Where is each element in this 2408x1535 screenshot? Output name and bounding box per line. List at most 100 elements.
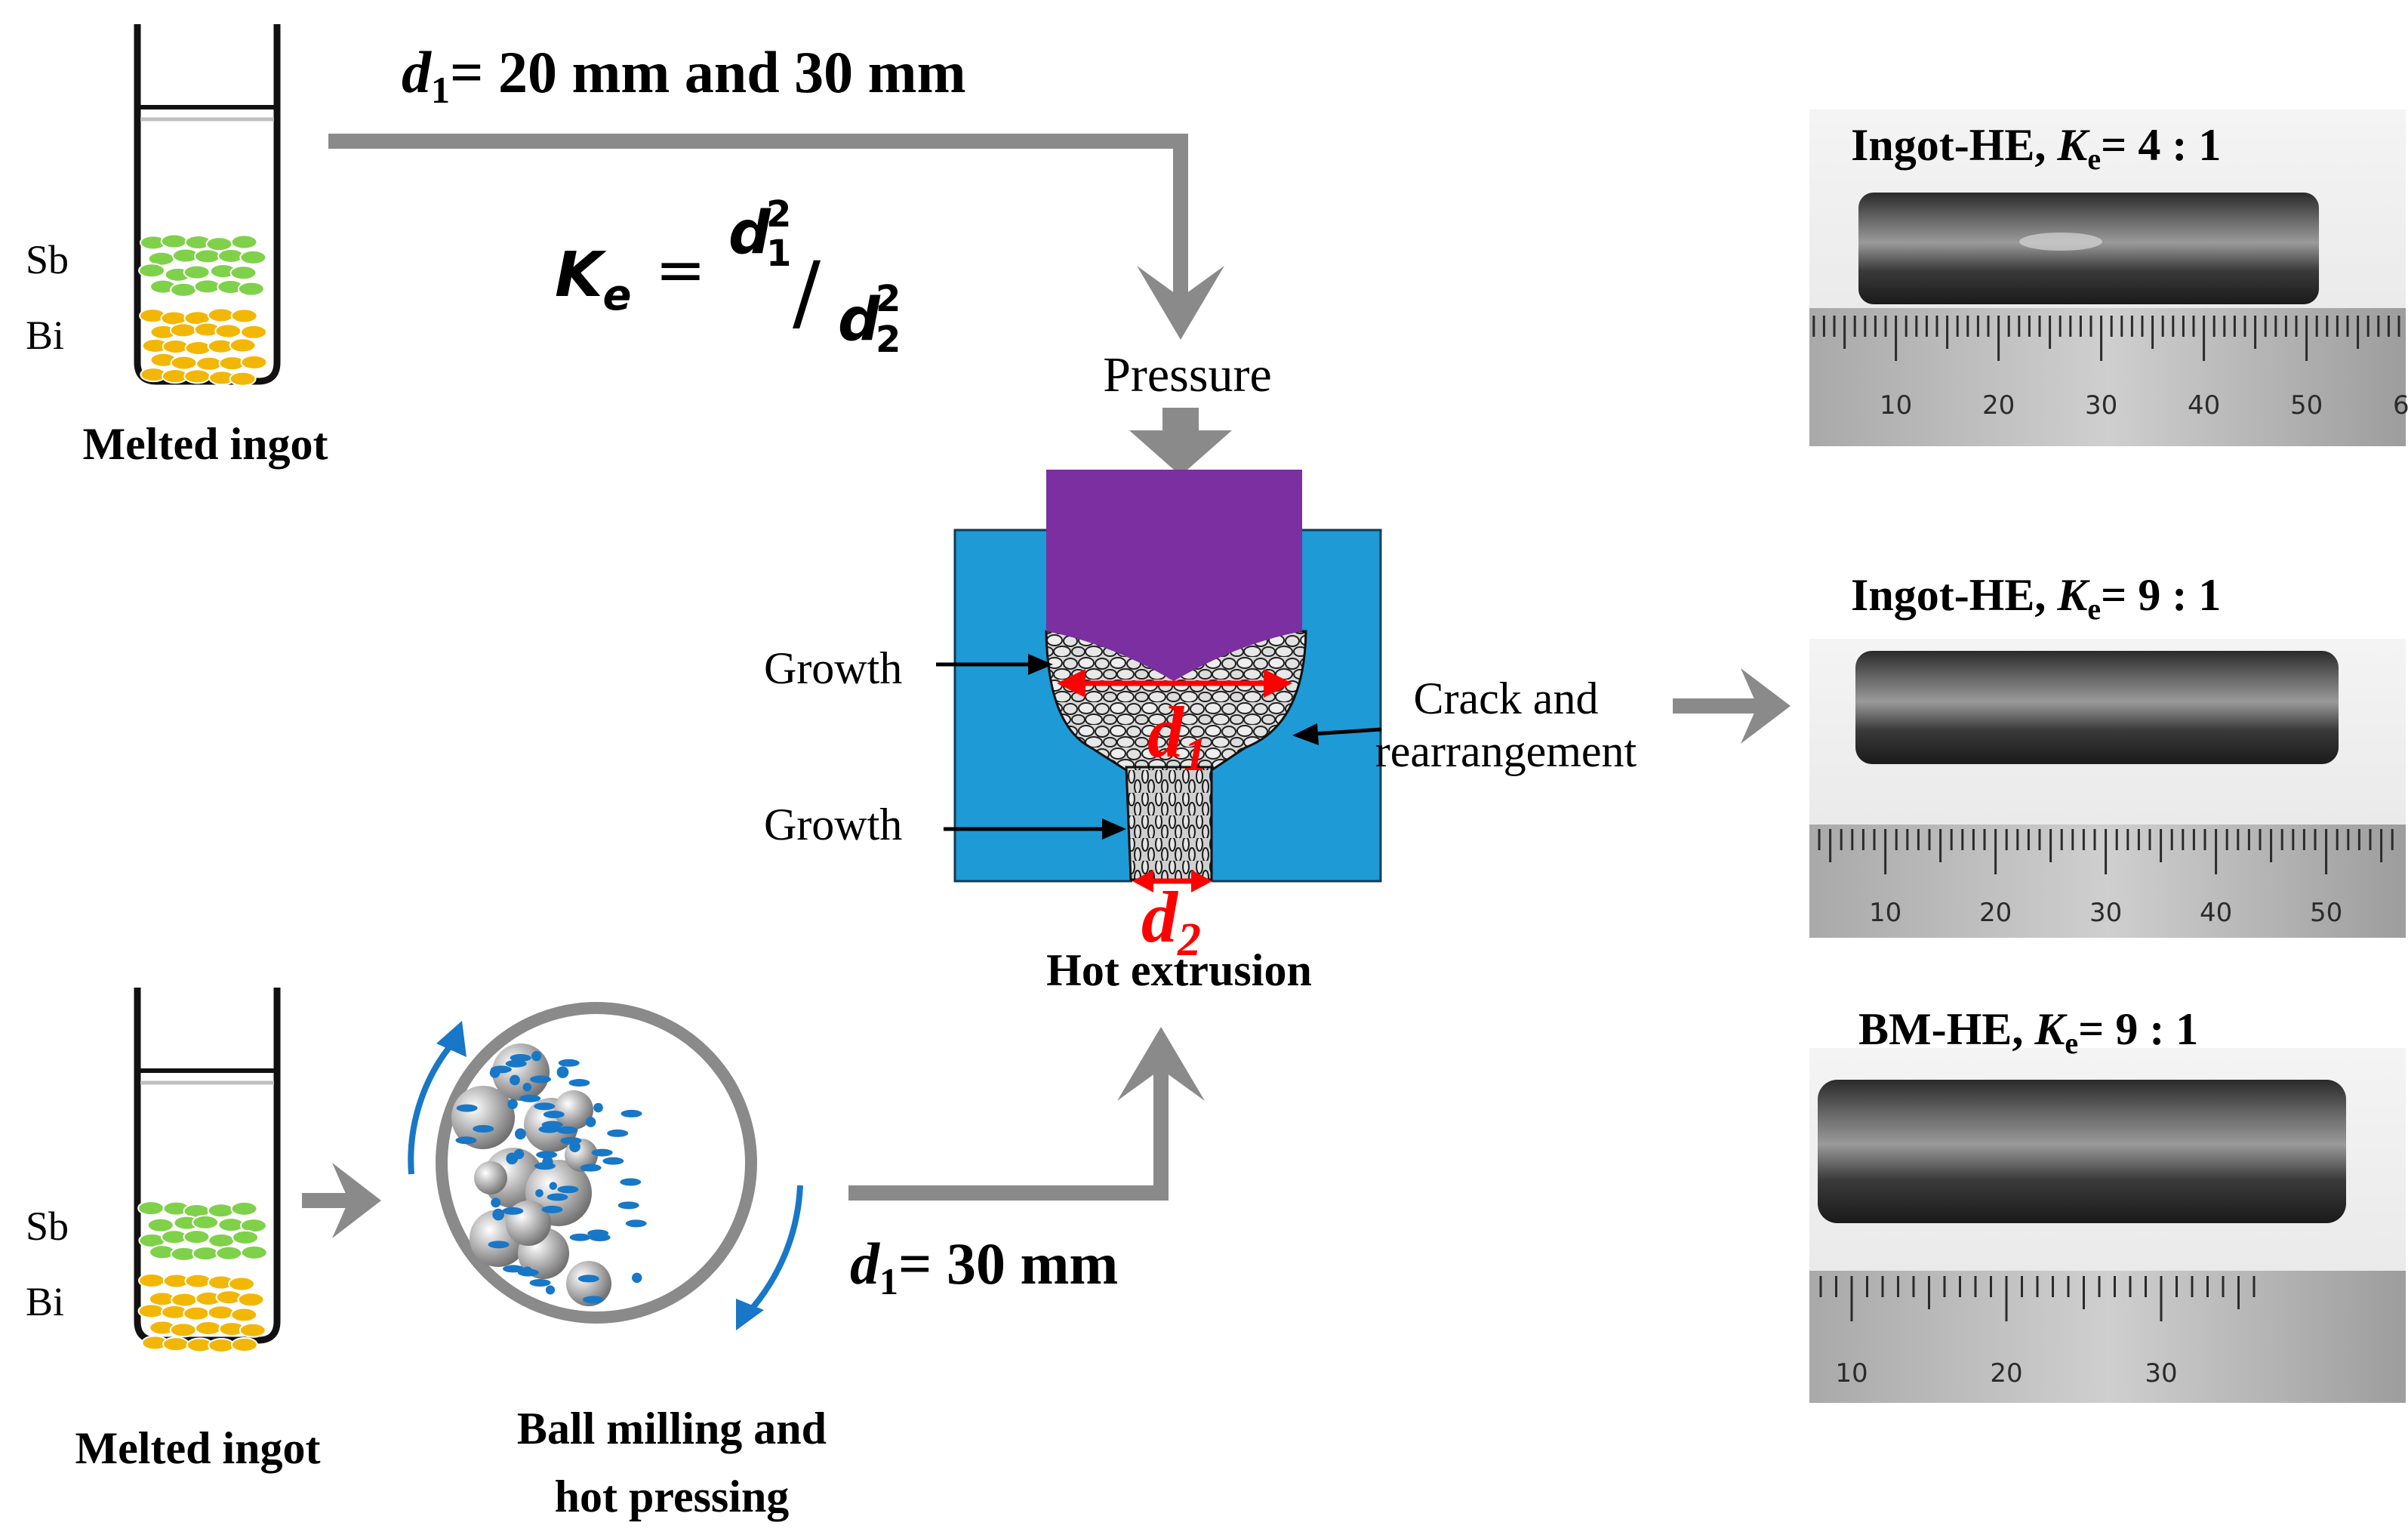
ruler-label: 20: [1990, 1358, 2022, 1389]
powder-flake: [510, 1054, 531, 1062]
sb-grain: [192, 1246, 220, 1262]
powder-flake: [580, 1164, 602, 1172]
bi-grain: [183, 1305, 211, 1321]
sb-grain: [193, 248, 221, 264]
d1-dimension-arrow: [1057, 669, 1292, 698]
bi-grain: [214, 323, 242, 339]
powder-flake: [568, 1079, 590, 1087]
sb-grain: [146, 1217, 174, 1233]
powder-particle: [522, 1083, 532, 1092]
ke-denominator: d: [838, 286, 881, 354]
powder-flake: [505, 1059, 527, 1068]
ball-milling-label-line1: Ball milling and: [517, 1404, 827, 1453]
ruler-label: 30: [2085, 390, 2117, 421]
bi-grain: [230, 308, 258, 324]
bi-grain: [229, 371, 257, 387]
sb-grain: [137, 1201, 165, 1216]
ruler-label: 20: [1982, 390, 2015, 421]
powder-flake: [558, 1059, 580, 1067]
pressure-label: Pressure: [1103, 347, 1272, 402]
sample-photo-1: [1809, 109, 2406, 446]
sb-grain: [240, 1244, 268, 1260]
powder-particle: [506, 1152, 519, 1165]
bi-grain: [162, 1336, 189, 1352]
bi-grain: [184, 341, 212, 356]
d1-label: d1: [1147, 692, 1207, 781]
bi-grain: [184, 1273, 212, 1289]
sb-grain: [237, 281, 265, 297]
powder-particle: [545, 1285, 556, 1295]
extrusion-die: [953, 470, 1382, 934]
sb-grain: [192, 1214, 220, 1230]
powder-flake: [490, 1065, 512, 1074]
ke-symbol: Ke: [555, 239, 632, 320]
powder-flake: [591, 1148, 613, 1157]
milling-balls: [451, 1043, 647, 1306]
melted-ingot-label-bottom: Melted ingot: [75, 1423, 321, 1473]
powder-flake: [534, 1102, 556, 1111]
sb-grain: [230, 1201, 258, 1216]
bottom-flow-arrowhead: [1117, 1027, 1205, 1101]
powder-flake: [519, 1094, 541, 1102]
hot-extrusion-label: Hot extrusion: [1046, 945, 1312, 995]
bi-grain: [196, 356, 223, 371]
rotation-arrowhead-top: [436, 1021, 467, 1057]
crack-pointer: [1292, 723, 1382, 745]
powder-flake: [569, 1233, 591, 1241]
sample-1-title: Ingot-HE, Ke= 4 : 1: [1851, 120, 2221, 176]
powder-flake: [541, 1205, 563, 1213]
bi-grain: [240, 324, 268, 340]
powder-flake: [473, 1125, 494, 1133]
top-flow-arrowhead: [1137, 266, 1224, 340]
powder-particle: [507, 1099, 518, 1109]
powder-flake: [488, 1241, 510, 1249]
bi-grain: [207, 1305, 235, 1321]
bottom-vial: [134, 988, 281, 1344]
billet-grains-fine: [1125, 766, 1213, 881]
ke-numerator-sub: 1: [766, 233, 791, 275]
sb-grain: [183, 264, 211, 280]
ke-denominator-sub: 2: [876, 319, 901, 361]
growth-label-bottom: Growth: [764, 800, 902, 849]
to-samples-arrow: [1673, 668, 1791, 744]
powder-particle: [514, 1128, 526, 1140]
ruler-label: 10: [1880, 390, 1912, 421]
sb-grain: [138, 263, 166, 279]
ruler-label: 60: [2393, 390, 2408, 421]
bi-label-bottom: Bi: [26, 1279, 64, 1324]
powder-flake: [556, 1126, 578, 1134]
pressure-arrow: [1129, 408, 1232, 476]
bi-grain: [239, 1322, 266, 1338]
bi-grain: [137, 1303, 165, 1319]
powder-flake: [502, 1207, 524, 1215]
sb-grain: [230, 234, 258, 250]
milling-ball: [451, 1086, 515, 1149]
powder-flake: [620, 1109, 642, 1117]
bi-grain: [194, 1320, 222, 1336]
bi-grain: [228, 1276, 256, 1292]
powder-flake: [602, 1157, 624, 1165]
powder-particle: [585, 1117, 596, 1127]
milling-ball: [474, 1161, 507, 1194]
bi-grain: [240, 354, 268, 370]
ruler-label: 30: [2089, 898, 2122, 928]
powder-flake: [529, 1278, 551, 1287]
growth-label-top: Growth: [764, 643, 902, 693]
powder-particle: [510, 1074, 520, 1086]
ruler-label: 10: [1835, 1358, 1868, 1389]
melted-ingot-label-top: Melted ingot: [83, 419, 328, 469]
powder-flake: [582, 1296, 604, 1304]
powder-flake: [543, 1111, 565, 1119]
ke-denominator-sup: 2: [876, 278, 901, 320]
ruler-label: 40: [2188, 390, 2220, 421]
milling-ball: [566, 1261, 611, 1306]
d1-top-formula: d1= 20 mm and 30 mm: [402, 39, 966, 111]
ruler-label: 50: [2290, 390, 2323, 421]
crack-label-line2: rearrangement: [1375, 726, 1637, 776]
bottom-vial-grains: [137, 1201, 268, 1353]
powder-flake: [538, 1125, 560, 1133]
sample-3-title: BM-HE, Ke= 9 : 1: [1858, 1004, 2198, 1060]
powder-flake: [557, 1185, 579, 1194]
